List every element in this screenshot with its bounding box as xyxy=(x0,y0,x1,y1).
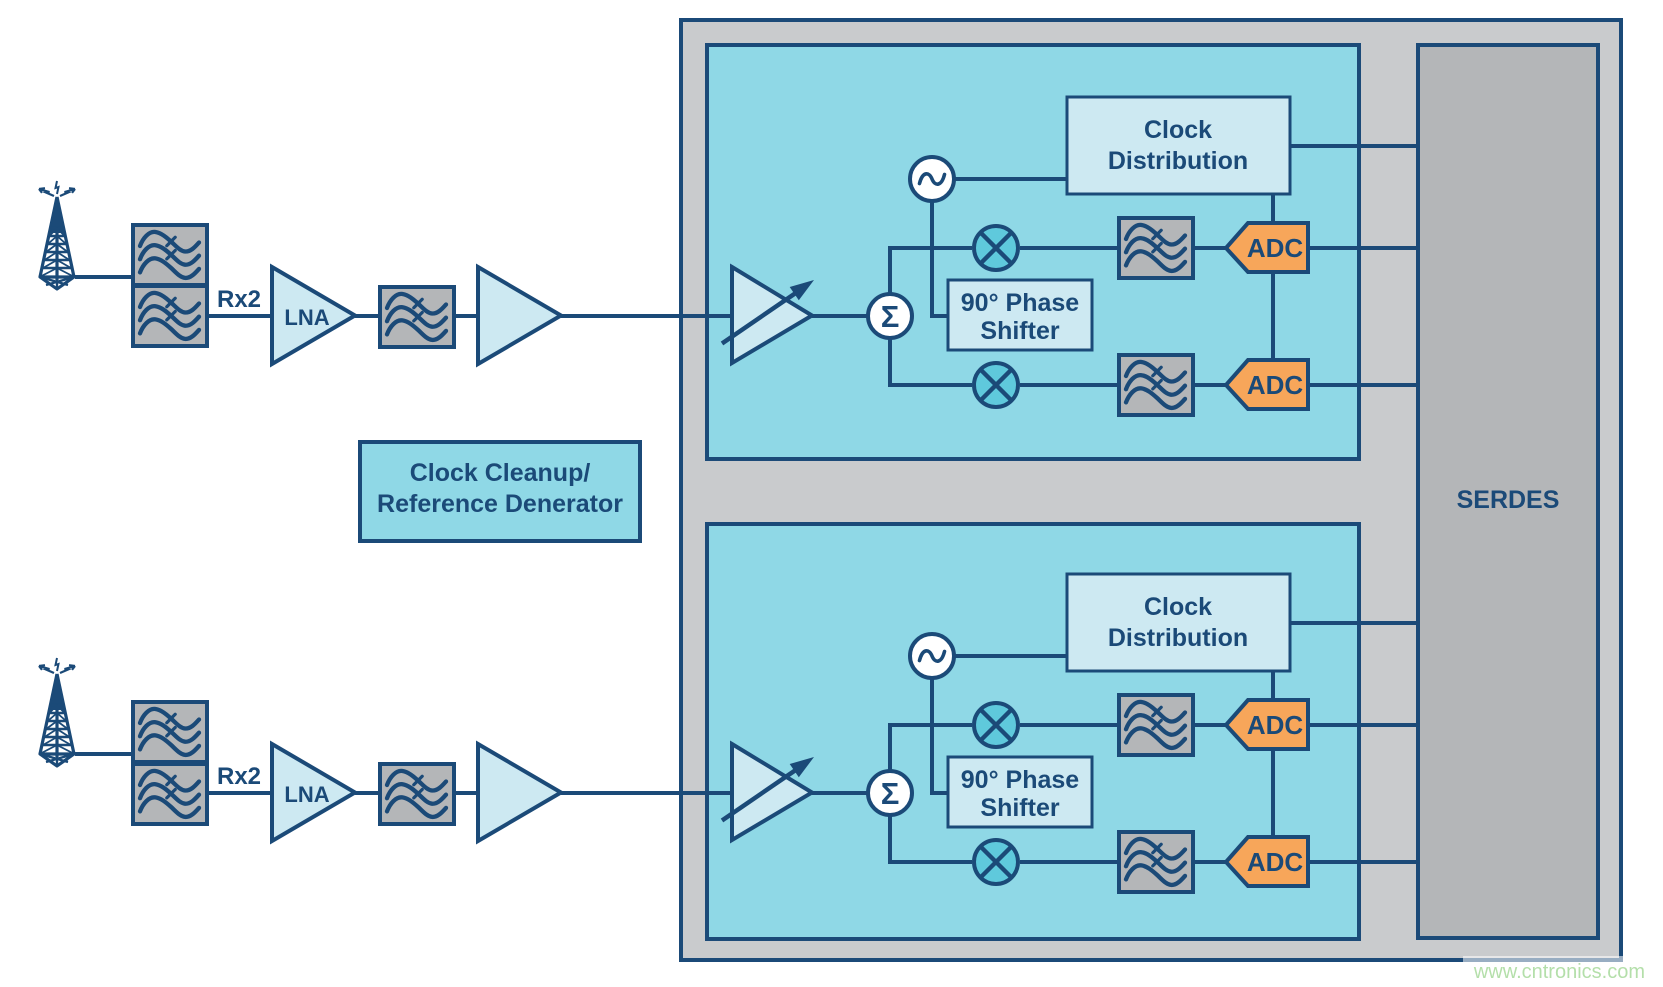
svg-text:www.cntronics.com: www.cntronics.com xyxy=(1473,961,1645,983)
svg-text:Shifter: Shifter xyxy=(980,794,1059,822)
svg-text:90° Phase: 90° Phase xyxy=(961,766,1080,794)
svg-text:Distribution: Distribution xyxy=(1108,147,1248,175)
svg-text:SERDES: SERDES xyxy=(1457,486,1560,514)
svg-text:Clock Cleanup/: Clock Cleanup/ xyxy=(410,459,591,487)
svg-text:Clock: Clock xyxy=(1144,593,1212,621)
svg-text:Reference Denerator: Reference Denerator xyxy=(377,490,623,518)
svg-text:90° Phase: 90° Phase xyxy=(961,289,1080,317)
svg-text:Rx2: Rx2 xyxy=(217,286,261,313)
svg-text:LNA: LNA xyxy=(284,305,329,330)
svg-text:LNA: LNA xyxy=(284,782,329,807)
svg-text:Rx2: Rx2 xyxy=(217,763,261,790)
svg-text:Clock: Clock xyxy=(1144,116,1212,144)
svg-text:Shifter: Shifter xyxy=(980,317,1059,345)
svg-text:Distribution: Distribution xyxy=(1108,624,1248,652)
